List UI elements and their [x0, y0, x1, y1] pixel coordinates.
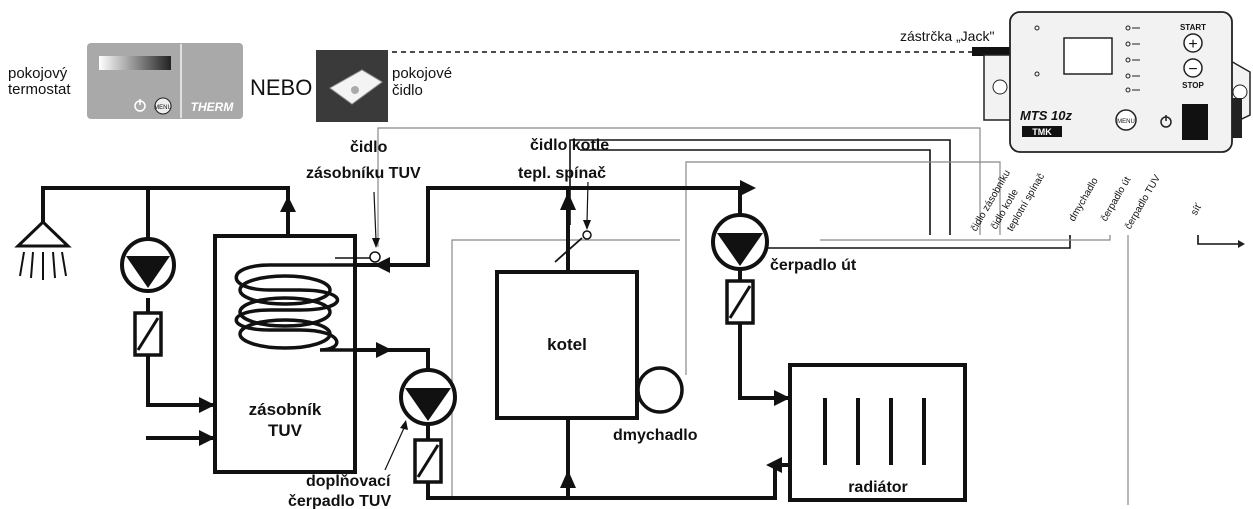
tank-sensor-icon: [369, 251, 381, 263]
arrow-into-tank-cold: [199, 397, 215, 413]
boiler-label: kotel: [547, 335, 587, 354]
boiler-sensor-label: čidlo kotle: [530, 137, 609, 154]
controller-stop-label: STOP: [1182, 81, 1204, 90]
minus-symbol: −: [1188, 61, 1197, 78]
tank-label-1: zásobník: [249, 400, 322, 419]
dhw-pump-icon: [120, 237, 176, 293]
heating-pump-icon: [711, 213, 769, 271]
controller-model: MTS 10z: [1020, 108, 1073, 123]
boiler: [495, 230, 639, 420]
boiler-switch-icon: [582, 230, 592, 240]
flow-arrows: [199, 180, 790, 488]
radiator-label: radiátor: [848, 479, 908, 496]
arrow-up-boiler-top: [560, 192, 576, 210]
thermostat-label-2: termostat: [8, 81, 71, 98]
dhw-tank: [213, 234, 381, 474]
thermostat-display: [99, 56, 171, 70]
controller-unit: START + − STOP MTS 10z TMK MENU: [983, 11, 1251, 153]
thermostat-menu-text: MENU: [154, 105, 172, 111]
blower-label: dmychadlo: [613, 427, 698, 444]
thermostat-power-icon: [134, 99, 146, 112]
controller-brand: TMK: [1032, 127, 1052, 137]
radiator: [788, 363, 967, 502]
tank-sensor-label-2: zásobníku TUV: [306, 165, 421, 182]
controller-power-icon: [1160, 115, 1172, 128]
arrow-right-heating: [740, 180, 756, 196]
tank-label-2: TUV: [268, 421, 303, 440]
room-sensor-label-1: pokojové: [392, 65, 452, 82]
controller-led-icons: [1034, 25, 1140, 93]
minus-button: −: [1183, 58, 1203, 78]
heating-pump-label: čerpadlo út: [770, 257, 857, 274]
terminal-labels: čidlo zásobníku čidlo kotle teplotní spí…: [969, 168, 1204, 233]
thermostat-brand: THERM: [191, 100, 235, 114]
arrow-into-radiator: [774, 390, 790, 406]
fill-pump-label-1: doplňovací: [306, 473, 391, 490]
blower-icon: [636, 366, 684, 414]
room-sensor-label-2: čidlo: [392, 82, 423, 99]
plus-button: +: [1183, 33, 1203, 53]
terminal-blower: dmychadlo: [1067, 176, 1101, 224]
arrow-up-tank-top: [280, 196, 296, 212]
controller-display: [1063, 37, 1113, 75]
arrow-into-tank-cold2: [199, 430, 215, 446]
arrow-into-coil: [374, 257, 390, 273]
controller-start-label: START: [1180, 23, 1206, 32]
signal-wires: [377, 127, 1245, 505]
arrow-up-boiler-bottom: [560, 470, 576, 488]
thermal-switch-label: tepl. spínač: [518, 165, 606, 182]
fill-pump-label-2: čerpadlo TUV: [288, 493, 391, 509]
arrow-out-radiator: [766, 457, 782, 473]
nebo-text: NEBO: [250, 75, 312, 100]
check-valve-icons: [133, 279, 755, 484]
jack-plug: [972, 47, 1012, 56]
thermostat-label-1: pokojový: [8, 65, 68, 82]
plus-symbol: +: [1188, 36, 1197, 53]
controller-menu-text: MENU: [1117, 119, 1135, 125]
fill-pump-icon: [399, 368, 457, 426]
tank-sensor-label-1: čidlo: [350, 139, 388, 156]
jack-label: zástrčka „Jack": [900, 28, 994, 44]
controller-power-switch: [1182, 104, 1208, 140]
controller-menu-button: [1115, 109, 1137, 131]
room-sensor: [316, 50, 388, 122]
arrow-out-coil: [376, 342, 392, 358]
thermostat-menu-button: [154, 97, 172, 115]
terminal-mains: síť: [1189, 202, 1204, 218]
room-thermostat: MENU THERM: [87, 43, 243, 119]
